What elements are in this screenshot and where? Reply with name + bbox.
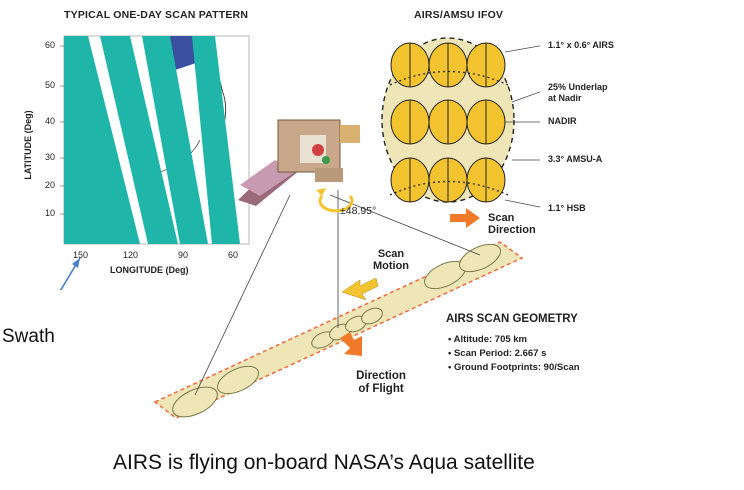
- swath-label: Swath: [2, 326, 55, 347]
- spec-altitude: • Altitude: 705 km: [448, 334, 528, 345]
- map-title: TYPICAL ONE-DAY SCAN PATTERN: [64, 9, 249, 21]
- x-tick-120: 120: [123, 250, 139, 260]
- y-tick-50: 50: [45, 80, 56, 90]
- scan-geometry-diagram: [153, 119, 524, 419]
- y-tick-10: 10: [45, 208, 56, 218]
- ifov-diagram: [381, 37, 540, 208]
- x-tick-150: 150: [73, 250, 89, 260]
- spec-scan-period: • Scan Period: 2.667 s: [448, 348, 547, 359]
- scan-geometry-specs: • Altitude: 705 km • Scan Period: 2.667 …: [448, 331, 580, 376]
- ifov-title: AIRS/AMSU IFOV: [414, 9, 504, 21]
- y-tick-30: 30: [45, 152, 56, 162]
- underlap-label: 25% Underlap at Nadir: [548, 82, 608, 103]
- airs-ifov-label: 1.1° x 0.6° AIRS: [548, 40, 614, 50]
- direction-of-flight-label: Direction of Flight: [356, 370, 406, 395]
- y-tick-60: 60: [45, 40, 56, 50]
- scan-pattern-map: [59, 35, 250, 290]
- scan-direction-label: Scan Direction: [488, 212, 536, 236]
- x-axis-label: LONGITUDE (Deg): [110, 265, 189, 275]
- y-tick-20: 20: [45, 180, 56, 190]
- spec-footprints: • Ground Footprints: 90/Scan: [448, 362, 580, 373]
- scan-geometry-title: AIRS SCAN GEOMETRY: [446, 313, 578, 325]
- x-tick-60: 60: [228, 250, 239, 260]
- x-tick-90: 90: [178, 250, 189, 260]
- nadir-label: NADIR: [548, 116, 577, 126]
- amsu-label: 3.3° AMSU-A: [548, 154, 603, 164]
- scan-motion-label: Scan Motion: [372, 248, 410, 272]
- slide-caption: AIRS is flying on-board NASA’s Aqua sate…: [113, 451, 535, 474]
- scan-angle-label: ±48.95°: [340, 205, 377, 217]
- y-tick-40: 40: [45, 116, 56, 126]
- hsb-label: 1.1° HSB: [548, 203, 586, 213]
- satellite-icon: [238, 119, 360, 206]
- scan-direction-arrow-icon: [450, 208, 480, 228]
